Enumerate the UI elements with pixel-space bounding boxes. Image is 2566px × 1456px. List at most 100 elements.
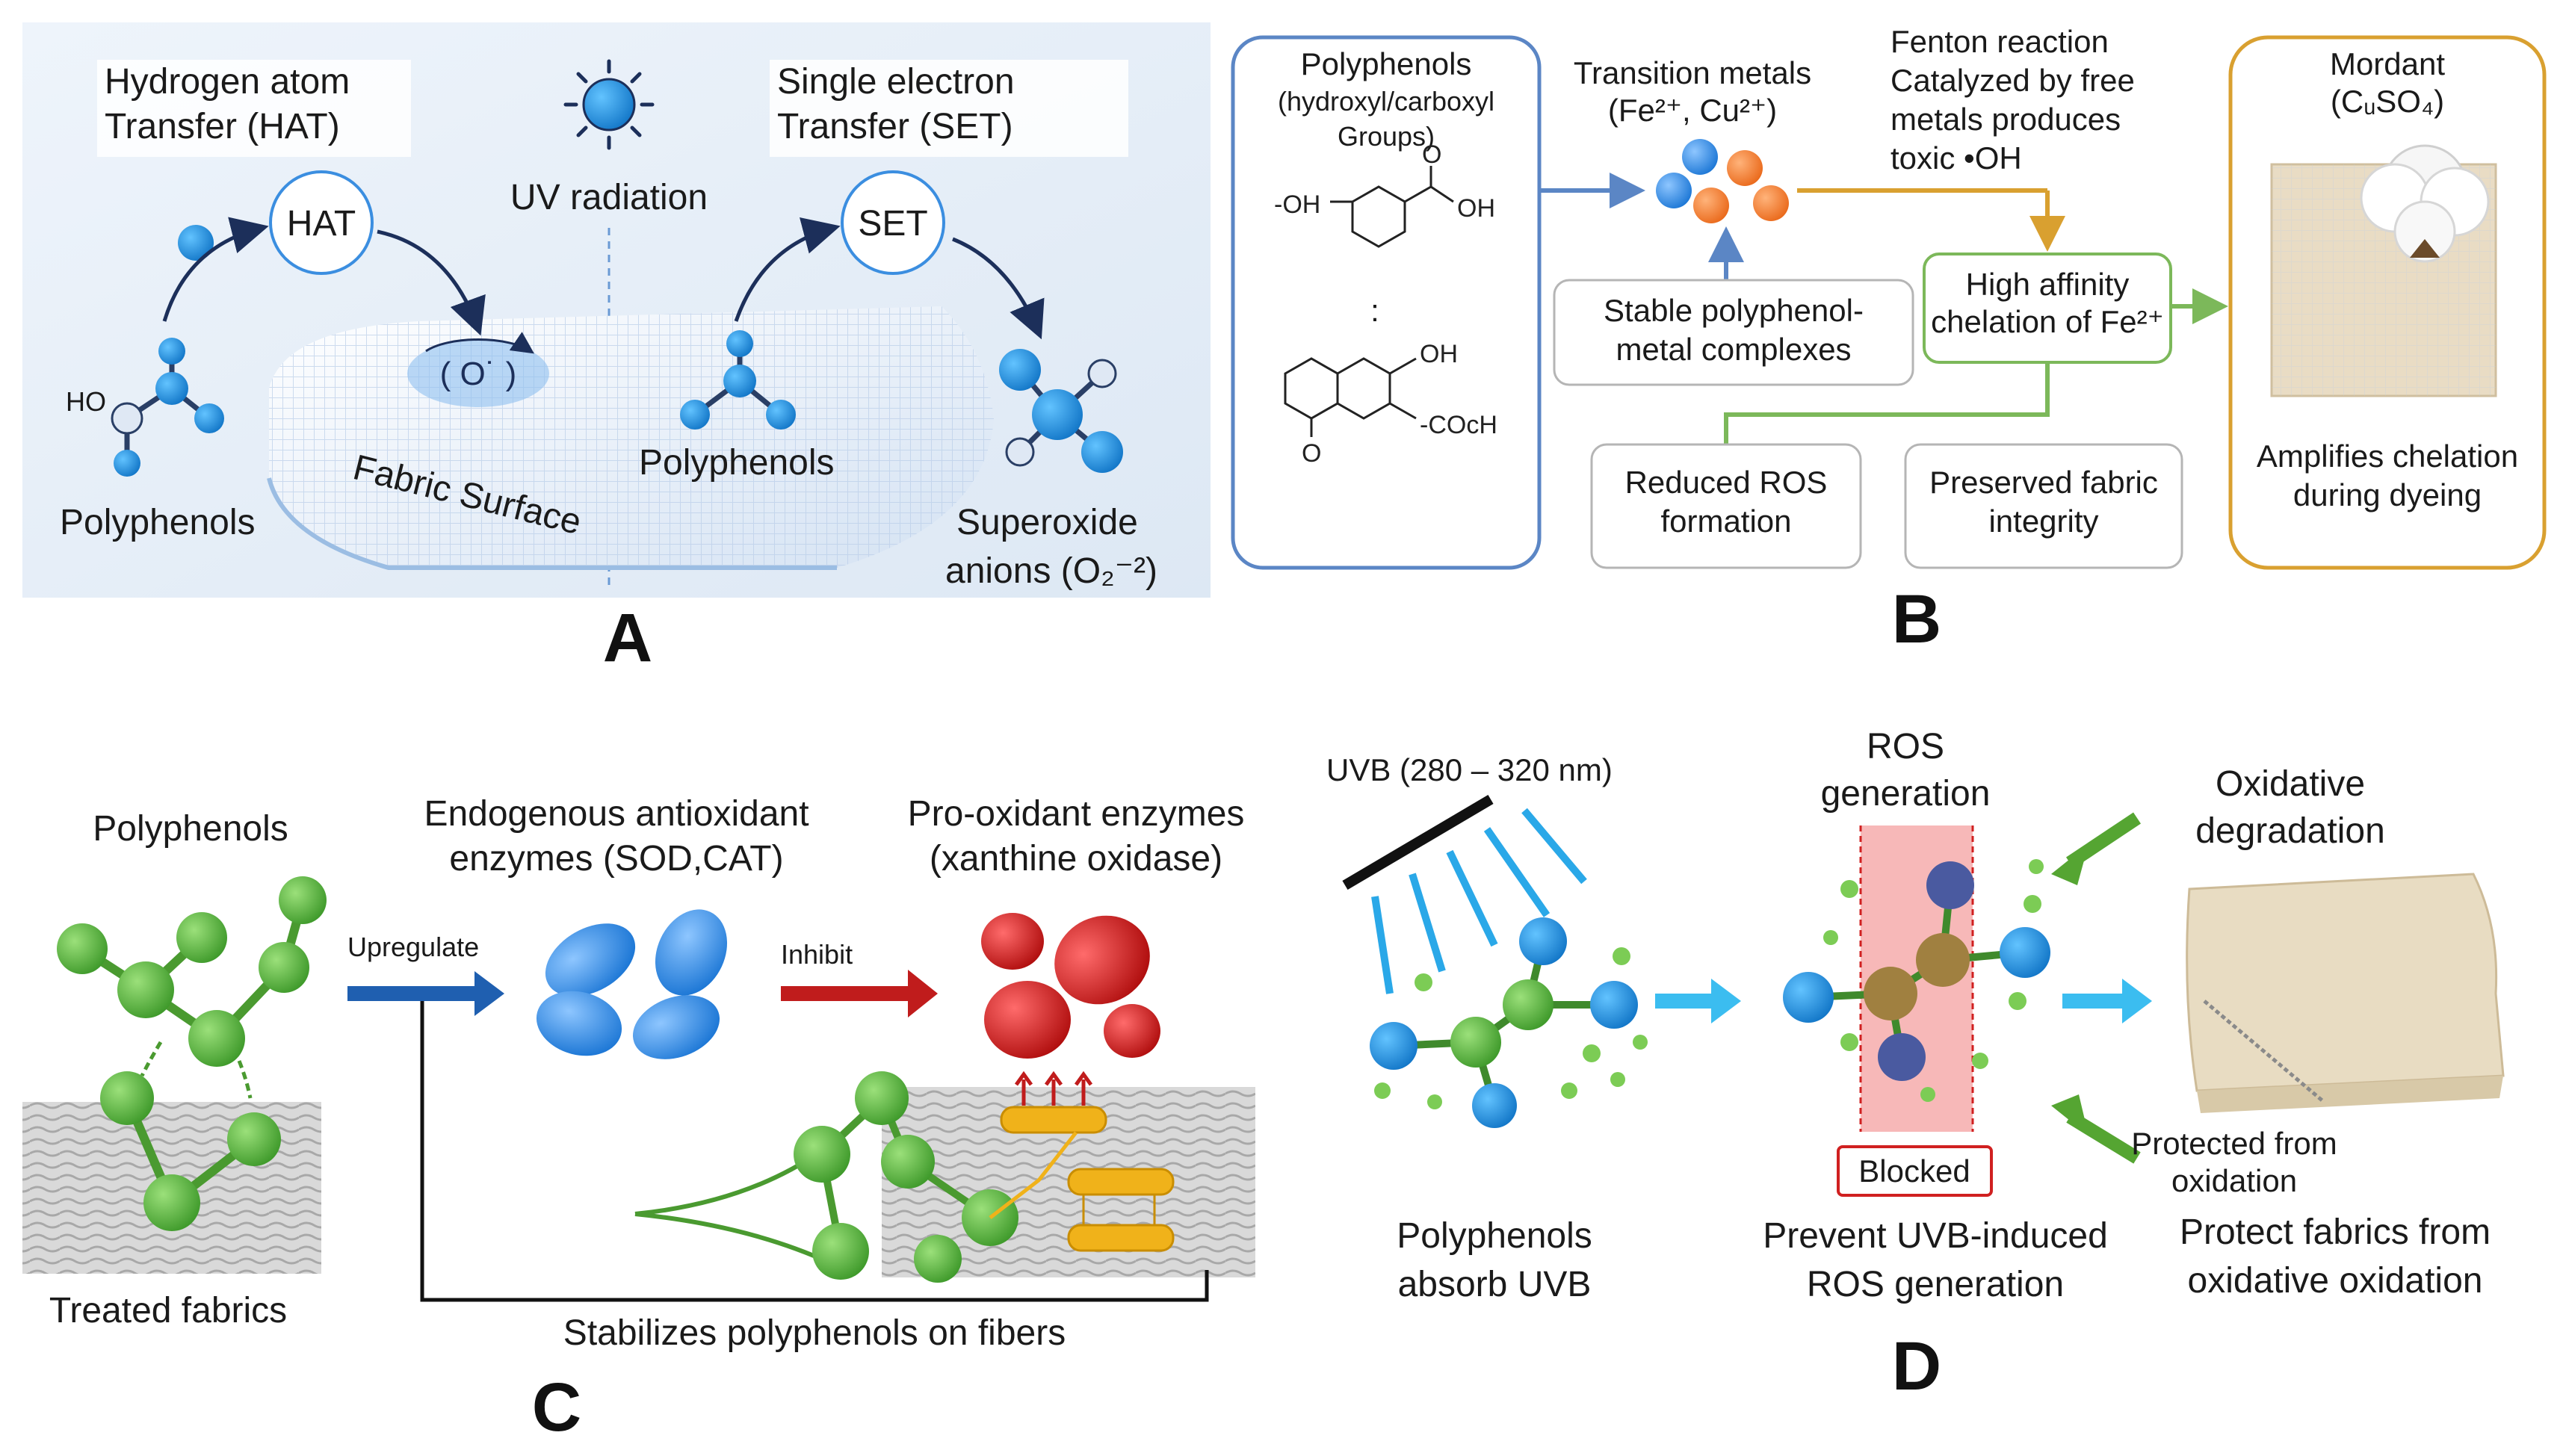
- sun-icon: [563, 59, 655, 150]
- panel-b: Polyphenols (hydroxyl/carboxyl Groups) -…: [1231, 24, 2547, 657]
- mordant-line1: Mordant: [2330, 46, 2445, 81]
- hat-arrow-out: [377, 229, 486, 336]
- amplifies-line1: Amplifies chelation: [2257, 439, 2518, 474]
- set-arrow-in: [734, 217, 841, 322]
- preserved-fabric-box: [1904, 443, 2183, 569]
- panel-a-letter: A: [603, 600, 652, 676]
- protected-line1: Protected from: [2131, 1126, 2337, 1161]
- upregulate-label: Upregulate: [347, 932, 479, 962]
- blocked-label: Blocked: [1858, 1153, 1970, 1189]
- absorb-line1: Polyphenols: [1397, 1216, 1592, 1256]
- hat-circle: [269, 170, 374, 275]
- polyphenols-box: [1231, 35, 1542, 570]
- stabilizes-bracket: [420, 1001, 1209, 1302]
- oxdeg-line1: Oxidative: [2216, 764, 2365, 804]
- hydrogen-atom-icon: [178, 225, 214, 261]
- pro-line1: Pro-oxidant enzymes: [908, 794, 1245, 834]
- arrow-d-2: [2062, 979, 2152, 1023]
- superoxide-label-line2: anions (O₂⁻²): [945, 551, 1157, 591]
- polyphenol-molecule-uvb: [1370, 917, 1648, 1128]
- preserved-line1: Preserved fabric: [1929, 465, 2158, 500]
- prevent-line1: Prevent UVB-induced: [1763, 1216, 2108, 1256]
- poly-title-line3: Groups): [1338, 121, 1435, 152]
- inhibit-arrow: [781, 970, 938, 1017]
- amplifies-line2: during dyeing: [2293, 477, 2482, 512]
- mordant-line2: (CᵤSO₄): [2331, 84, 2444, 119]
- set-title-box: [770, 60, 1128, 157]
- protect-line2: oxidative oxidation: [2188, 1261, 2483, 1301]
- blocked-box: [1837, 1145, 1993, 1197]
- ho-label: HO: [66, 386, 106, 417]
- hat-title-line2: Transfer (HAT): [105, 107, 340, 146]
- uvb-rays: [1371, 808, 1587, 994]
- panel-c-letter: C: [532, 1369, 581, 1446]
- set-title-line2: Transfer (SET): [777, 107, 1013, 146]
- arrow-d-1: [1655, 979, 1741, 1023]
- superoxide-molecule: [999, 349, 1123, 473]
- set-arrow-out: [952, 237, 1045, 340]
- naphthalene-structure: [1284, 357, 1417, 437]
- set-circle: [841, 170, 945, 275]
- reduced-ros-box: [1590, 443, 1862, 569]
- green-connector-line: [1724, 362, 2050, 444]
- uvb-label: UVB (280 – 320 nm): [1326, 752, 1613, 787]
- panel-b-letter: B: [1892, 581, 1941, 657]
- uv-radiation-label: UV radiation: [510, 178, 708, 217]
- oxdeg-line2: degradation: [2195, 811, 2385, 851]
- panel-d-letter: D: [1892, 1328, 1941, 1404]
- antioxidant-enzymes-icon: [536, 909, 728, 1059]
- affinity-line2: chelation of Fe²⁺: [1931, 304, 2164, 339]
- chem-separator: :: [1370, 293, 1379, 328]
- fenton-line4: toxic •OH: [1891, 140, 2022, 176]
- affinity-line1: High affinity: [1966, 267, 2130, 302]
- svg-text:( O˙ ): ( O˙ ): [440, 356, 517, 392]
- ros-molecule: [1783, 859, 2050, 1102]
- cotton-boll-icon: [2360, 144, 2490, 263]
- set-title-line1: Single electron: [777, 62, 1015, 102]
- endo-line1: Endogenous antioxidant: [424, 794, 809, 834]
- stable-line1: Stable polyphenol-: [1604, 293, 1864, 328]
- pro-line2: (xanthine oxidase): [930, 839, 1222, 879]
- polyphenol-molecule-left: [111, 338, 224, 477]
- folded-fabric-image: [2186, 873, 2505, 1113]
- chem-o-naph: O: [1302, 439, 1321, 468]
- polyphenols-center-label: Polyphenols: [639, 443, 835, 483]
- metal-ions-icon: [1656, 139, 1789, 223]
- prevent-line2: ROS generation: [1807, 1265, 2064, 1304]
- poly-title-line1: Polyphenols: [1301, 46, 1472, 81]
- protect-line1: Protect fabrics from: [2180, 1212, 2491, 1252]
- polyphenol-network-right: [634, 1071, 1078, 1283]
- hat-title-line1: Hydrogen atom: [105, 62, 350, 102]
- fabric-surface: [267, 306, 994, 570]
- chem-oh-naph: OH: [1420, 340, 1458, 368]
- stable-line2: metal complexes: [1616, 332, 1851, 367]
- pro-oxidant-enzymes-icon: [981, 913, 1160, 1059]
- chem-carbonyl-o: O: [1422, 140, 1441, 169]
- anchored-linkers: [1000, 1106, 1175, 1252]
- stabilizes-label: Stabilizes polyphenols on fibers: [563, 1313, 1066, 1353]
- preserved-line2: integrity: [1988, 504, 2098, 539]
- fenton-line2: Catalyzed by free: [1891, 63, 2135, 98]
- chem-oh-left: -OH: [1274, 190, 1320, 219]
- polyphenols-left-label: Polyphenols: [60, 503, 256, 542]
- ros-gen-line2: generation: [1821, 774, 1991, 814]
- treated-fabrics-label: Treated fabrics: [49, 1291, 287, 1330]
- uvb-lamp: [1342, 794, 1494, 890]
- radical-on-fabric: ( O˙ ): [407, 332, 549, 407]
- polyphenol-network-left: [57, 876, 327, 1231]
- fenton-line1: Fenton reaction: [1891, 24, 2109, 59]
- metals-line2: (Fe²⁺, Cu²⁺): [1608, 93, 1777, 128]
- red-arrows-icon: [1014, 1071, 1093, 1106]
- endo-line2: enzymes (SOD,CAT): [449, 839, 783, 879]
- fenton-line3: metals produces: [1891, 102, 2121, 137]
- panel-a: Hydrogen atom Transfer (HAT) Single elec…: [22, 22, 1211, 676]
- ros-gen-line1: ROS: [1867, 727, 1944, 766]
- chem-oh-right: OH: [1457, 194, 1495, 223]
- poly-title-line2: (hydroxyl/carboxyl: [1278, 86, 1494, 117]
- hat-arrow-in: [162, 217, 269, 322]
- protected-line2: oxidation: [2171, 1163, 2297, 1198]
- ros-box-line2: formation: [1660, 504, 1791, 539]
- upregulate-arrow: [347, 971, 504, 1016]
- green-arrow-bottom-head: [2051, 1094, 2089, 1136]
